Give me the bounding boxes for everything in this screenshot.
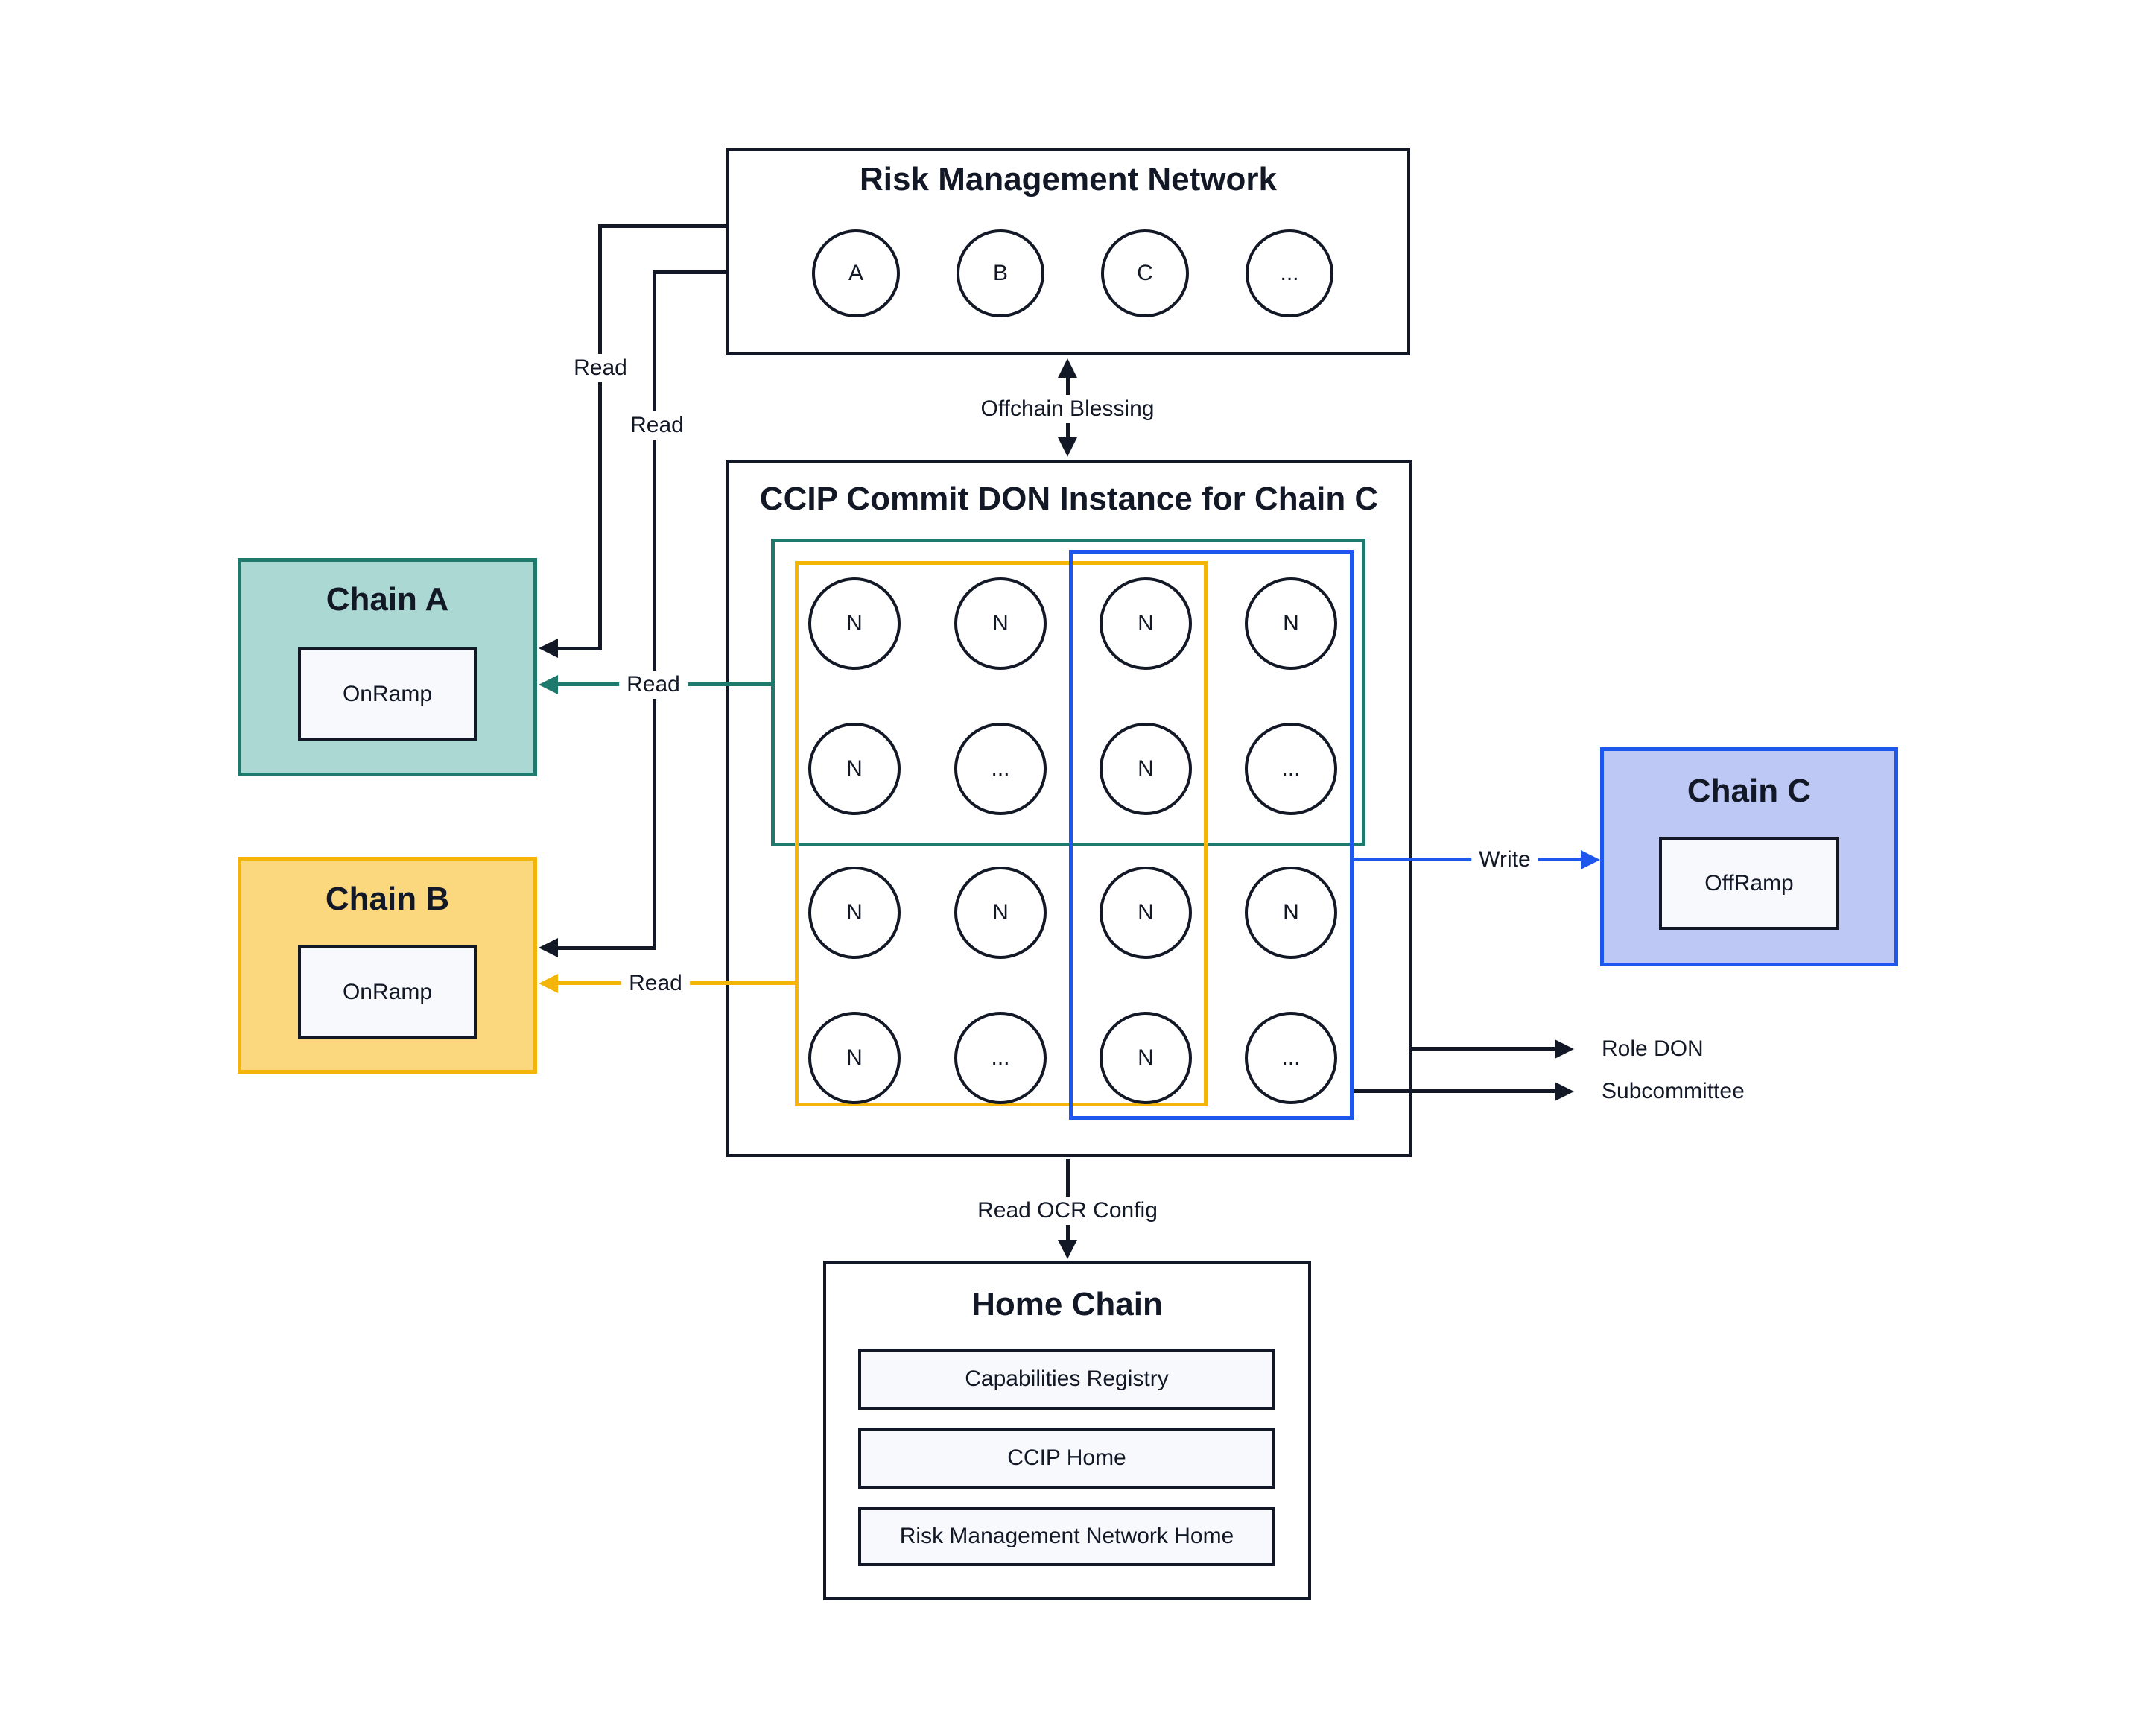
connector-write [1354, 858, 1582, 861]
rmn-node-a: A [812, 229, 900, 317]
rmn-node-a-label: A [848, 261, 863, 285]
rmn-node-b-label: B [992, 261, 1008, 285]
connector-rmn-read-b-h2 [555, 946, 656, 950]
arrowhead-left-icon [539, 639, 558, 658]
don-node: N [1100, 867, 1192, 959]
chain-c-offramp-label: OffRamp [1704, 870, 1794, 896]
read-don-a-label: Read [619, 671, 688, 699]
arrowhead-down-icon [1058, 1240, 1077, 1259]
don-node: N [954, 577, 1047, 670]
chain-c-offramp-box: OffRamp [1659, 837, 1839, 930]
capabilities-registry-label: Capabilities Registry [965, 1366, 1169, 1391]
yellow-subset-rect [795, 561, 1208, 1106]
don-node-label: N [846, 756, 863, 781]
don-node-label: N [1138, 1045, 1154, 1070]
don-node: ... [954, 1012, 1047, 1104]
chain-b-onramp-label: OnRamp [342, 979, 433, 1004]
read-don-b-label: Read [621, 969, 690, 998]
don-node: N [808, 1012, 901, 1104]
connector-rmn-read-b-h1 [654, 270, 728, 274]
arrowhead-up-icon [1058, 358, 1077, 378]
don-node-label: N [1138, 756, 1154, 781]
arrowhead-left-icon [539, 974, 558, 993]
write-label: Write [1471, 846, 1538, 874]
don-node-label: N [846, 611, 863, 636]
don-node-label: N [1138, 611, 1154, 636]
chain-a-onramp-label: OnRamp [342, 681, 433, 706]
don-node: ... [954, 723, 1047, 815]
don-node-label: N [1283, 611, 1299, 636]
rmn-home-label: Risk Management Network Home [899, 1524, 1234, 1548]
rmn-node-c: C [1101, 229, 1189, 317]
don-node: N [1100, 1012, 1192, 1104]
don-node: ... [1245, 1012, 1337, 1104]
don-node-label: ... [1281, 1045, 1301, 1070]
arrowhead-right-icon [1555, 1082, 1574, 1101]
don-node: N [1245, 577, 1337, 670]
rmn-home-box: Risk Management Network Home [858, 1507, 1275, 1566]
don-node: ... [1245, 723, 1337, 815]
read-rmn-a-label: Read [566, 354, 635, 382]
teal-subset-rect [771, 539, 1365, 846]
don-node-label: N [1138, 900, 1154, 925]
ccip-home-box: CCIP Home [858, 1428, 1275, 1489]
don-node: N [1100, 723, 1192, 815]
connector-rmn-read-a-h1 [600, 224, 728, 228]
connector-rmn-read-a-h2 [555, 647, 601, 650]
rmn-node-more-label: ... [1280, 261, 1299, 285]
don-node-label: N [992, 611, 1009, 636]
don-node-label: N [846, 1045, 863, 1070]
don-node-label: N [846, 900, 863, 925]
don-node: N [1100, 577, 1192, 670]
capabilities-registry-box: Capabilities Registry [858, 1349, 1275, 1410]
chain-b-title: Chain B [325, 881, 450, 917]
subcommittee-label: Subcommittee [1602, 1079, 1745, 1103]
connector-subcommittee [1354, 1089, 1555, 1093]
don-node-label: ... [991, 1045, 1010, 1070]
rmn-node-b: B [957, 229, 1044, 317]
arrowhead-right-icon [1581, 850, 1600, 869]
home-chain-title: Home Chain [971, 1286, 1163, 1322]
offchain-blessing-label: Offchain Blessing [973, 395, 1162, 423]
arrowhead-left-icon [539, 938, 558, 957]
connector-role-don [1412, 1047, 1555, 1051]
blue-subset-rect [1069, 550, 1354, 1120]
don-node-label: ... [1281, 756, 1301, 781]
rmn-node-c-label: C [1137, 261, 1153, 285]
chain-b-onramp-box: OnRamp [298, 945, 477, 1039]
don-node: N [808, 723, 901, 815]
risk-management-network-title: Risk Management Network [860, 161, 1277, 197]
chain-a-title: Chain A [326, 581, 449, 618]
chain-a-onramp-box: OnRamp [298, 647, 477, 741]
arrowhead-right-icon [1555, 1039, 1574, 1059]
don-node: N [1245, 867, 1337, 959]
read-ocr-config-label: Read OCR Config [970, 1197, 1165, 1225]
role-don-label: Role DON [1602, 1036, 1704, 1061]
connector-rmn-read-a-v [598, 224, 602, 650]
don-node-label: N [992, 900, 1009, 925]
chain-c-title: Chain C [1687, 773, 1812, 809]
read-rmn-b-label: Read [623, 411, 691, 440]
rmn-node-more: ... [1246, 229, 1333, 317]
don-node-label: N [1283, 900, 1299, 925]
don-node-label: ... [991, 756, 1010, 781]
don-node: N [808, 577, 901, 670]
connector-rmn-read-b-v [653, 270, 656, 948]
don-node: N [954, 867, 1047, 959]
ccip-home-label: CCIP Home [1007, 1445, 1126, 1470]
don-node: N [808, 867, 901, 959]
arrowhead-down-icon [1058, 437, 1077, 457]
arrowhead-left-icon [539, 675, 558, 694]
ccip-commit-don-title: CCIP Commit DON Instance for Chain C [759, 481, 1379, 517]
